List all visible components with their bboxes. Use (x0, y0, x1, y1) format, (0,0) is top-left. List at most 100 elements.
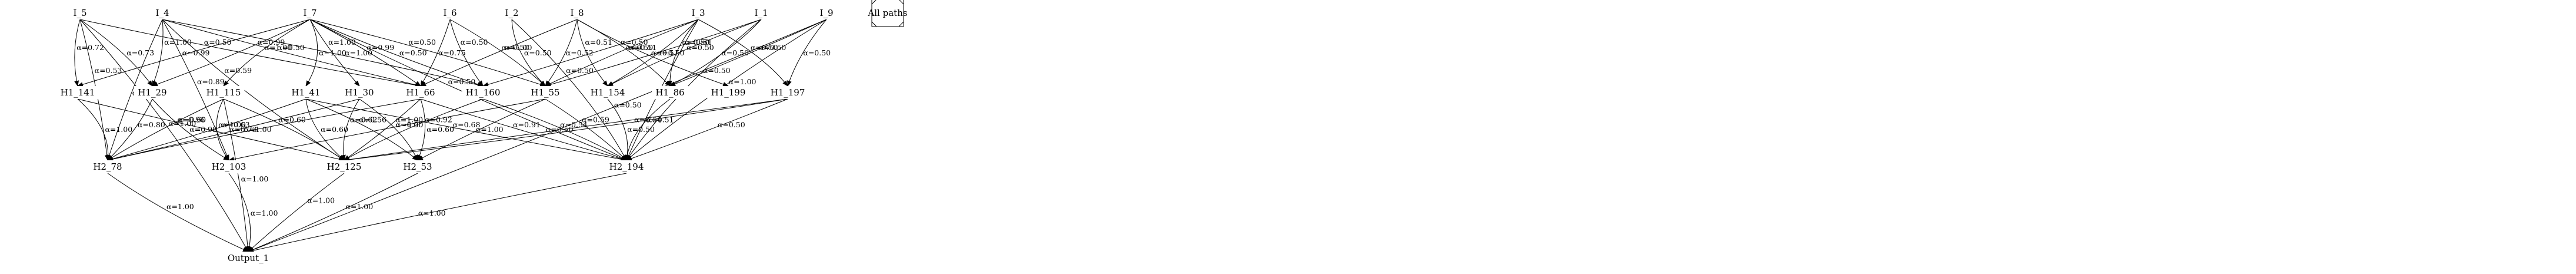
edge-I_1-to-H1_55 (545, 19, 762, 87)
node-label: H1_29 (138, 87, 166, 98)
node-h2-53: H2_53 (399, 160, 436, 173)
node-h1-160: H1_160 (462, 86, 504, 99)
node-background (56, 86, 99, 99)
edge-I_7-to-H1_115 (223, 19, 311, 87)
node-background (564, 6, 590, 19)
node-i-8: I_8 (564, 6, 590, 19)
node-label: I_5 (74, 8, 87, 18)
edge-label-H1_197-to-H2_125: α=0.54 (634, 115, 662, 124)
edge-H1_55-to-H2_53 (417, 98, 546, 161)
edge-label-I_5-to-Output_1: α=1.00 (168, 119, 196, 128)
node-background (341, 86, 378, 99)
edge-I_8-to-H1_55 (545, 19, 578, 87)
node-label: H1_30 (345, 87, 374, 98)
edge-label-H1_141-to-H2_78: α=1.00 (105, 125, 132, 134)
node-i-3: I_3 (685, 6, 711, 19)
node-background (652, 86, 688, 99)
node-label: H1_160 (466, 87, 501, 98)
legend-box-corner (899, 0, 904, 5)
node-all-paths: All paths (867, 0, 908, 27)
node-label: H2_53 (403, 161, 432, 172)
edge-H1_66-to-H2_125 (344, 98, 421, 161)
node-i-7: I_7 (297, 6, 323, 19)
node-label: I_7 (304, 8, 317, 18)
edge-I_2-to-H2_194 (511, 19, 627, 161)
edge-H2_125-to-Output_1 (248, 173, 345, 252)
edge-label-H1_115-to-Output_1: α=1.00 (241, 174, 269, 183)
edge-label-H1_41-to-H2_78: α=0.63 (222, 120, 250, 129)
edge-I_8-to-H1_154 (576, 19, 608, 87)
edge-I_2-to-H1_55 (511, 19, 546, 87)
edge-label-I_3-to-H1_86: α=0.50 (682, 38, 710, 47)
node-h1-199: H1_199 (707, 86, 749, 99)
node-label: H2_125 (327, 161, 362, 172)
edge-H1_197-to-H2_194 (626, 98, 788, 161)
edge-H1_197-to-H2_125 (344, 98, 788, 162)
edge-label-I_7-to-H1_30: α=1.00 (328, 38, 356, 47)
node-background (297, 6, 323, 19)
edge-I_6-to-H1_55 (449, 19, 546, 87)
edge-label-H1_41-to-H2_53: α=0.56 (359, 115, 386, 124)
node-background (399, 160, 436, 173)
edge-label-I_4-to-H2_103: α=0.89 (197, 77, 225, 86)
node-background (288, 86, 324, 99)
edge-H1_30-to-H2_78 (107, 98, 360, 161)
edge-label-I_1-to-H1_86: α=0.50 (721, 48, 749, 57)
edge-label-I_8-to-H1_55: α=0.52 (566, 48, 594, 57)
node-background (707, 86, 749, 99)
node-h1-154: H1_154 (586, 86, 629, 99)
edge-label-I_9-to-H1_86: α=0.50 (759, 43, 787, 52)
edge-label-H1_29-to-H2_103: α=0.98 (189, 125, 217, 134)
edge-label-I_7-to-H1_160: α=0.50 (399, 48, 427, 57)
edge-label-H1_197-to-H2_125: α=0.50 (546, 125, 574, 134)
edge-H1_66-to-H2_194 (420, 98, 627, 161)
node-h1-29: H1_29 (134, 86, 171, 99)
edge-H1_66-to-H2_78 (107, 98, 421, 161)
edge-label-H2_78-to-Output_1: α=1.00 (166, 202, 194, 211)
edge-I_7-to-H1_29 (152, 19, 311, 87)
node-label: H1_41 (291, 87, 320, 98)
node-background (149, 6, 175, 19)
node-h1-141: H1_141 (56, 86, 99, 99)
node-label: All paths (867, 8, 907, 18)
node-label: H2_194 (609, 161, 644, 172)
edge-label-I_7-to-H1_55: α=0.50 (408, 38, 436, 47)
edge-H1_41-to-H2_78 (107, 98, 306, 161)
edge-H1_160-to-H2_125 (344, 98, 484, 161)
edge-label-I_4-to-H2_125: α=0.59 (224, 66, 252, 75)
edge-H1_30-to-H2_125 (341, 98, 360, 161)
legend-box-corner (871, 0, 877, 5)
edge-label-I_4-to-H1_29: α=1.00 (164, 38, 192, 47)
node-background (134, 86, 171, 99)
edge-H1_141-to-H2_78 (77, 98, 111, 161)
edge-label-H1_55-to-H2_103: α=0.50 (396, 120, 424, 129)
node-h2-194: H2_194 (605, 160, 648, 173)
edge-I_6-to-H1_160 (449, 19, 484, 87)
node-background (814, 6, 839, 19)
node-h1-86: H1_86 (652, 86, 688, 99)
edge-H1_55-to-H2_194 (545, 98, 627, 161)
node-background (748, 6, 774, 19)
edge-label-H1_154-to-H2_194: α=0.50 (627, 125, 655, 134)
edge-I_3-to-H1_154 (607, 19, 699, 87)
edge-H1_86-to-H2_194 (624, 98, 671, 161)
node-background (202, 86, 245, 99)
edge-label-I_5-to-H1_29: α=0.73 (126, 48, 154, 57)
edge-I_4-to-H1_29 (152, 19, 164, 87)
edge-label-I_9-to-H2_194: α=1.00 (729, 77, 757, 86)
edge-label-I_7-to-H1_66: α=0.99 (366, 43, 394, 52)
edge-I_4-to-H1_160 (162, 19, 484, 87)
edge-label-H2_53-to-Output_1: α=1.00 (345, 202, 373, 211)
edge-I_1-to-H1_86 (669, 19, 762, 87)
node-h1-30: H1_30 (341, 86, 378, 99)
edge-H1_115-to-Output_1 (223, 98, 251, 252)
edge-label-I_6-to-H1_66: α=0.75 (438, 48, 466, 57)
node-label: H1_154 (591, 87, 625, 98)
node-background (208, 160, 250, 173)
node-h2-125: H2_125 (323, 160, 365, 173)
edge-label-I_4-to-H1_66: α=0.50 (277, 43, 305, 52)
edge-label-H1_197-to-H2_194: α=0.50 (718, 120, 745, 129)
node-background (402, 86, 439, 99)
node-background (605, 160, 648, 173)
node-h1-41: H1_41 (288, 86, 324, 99)
